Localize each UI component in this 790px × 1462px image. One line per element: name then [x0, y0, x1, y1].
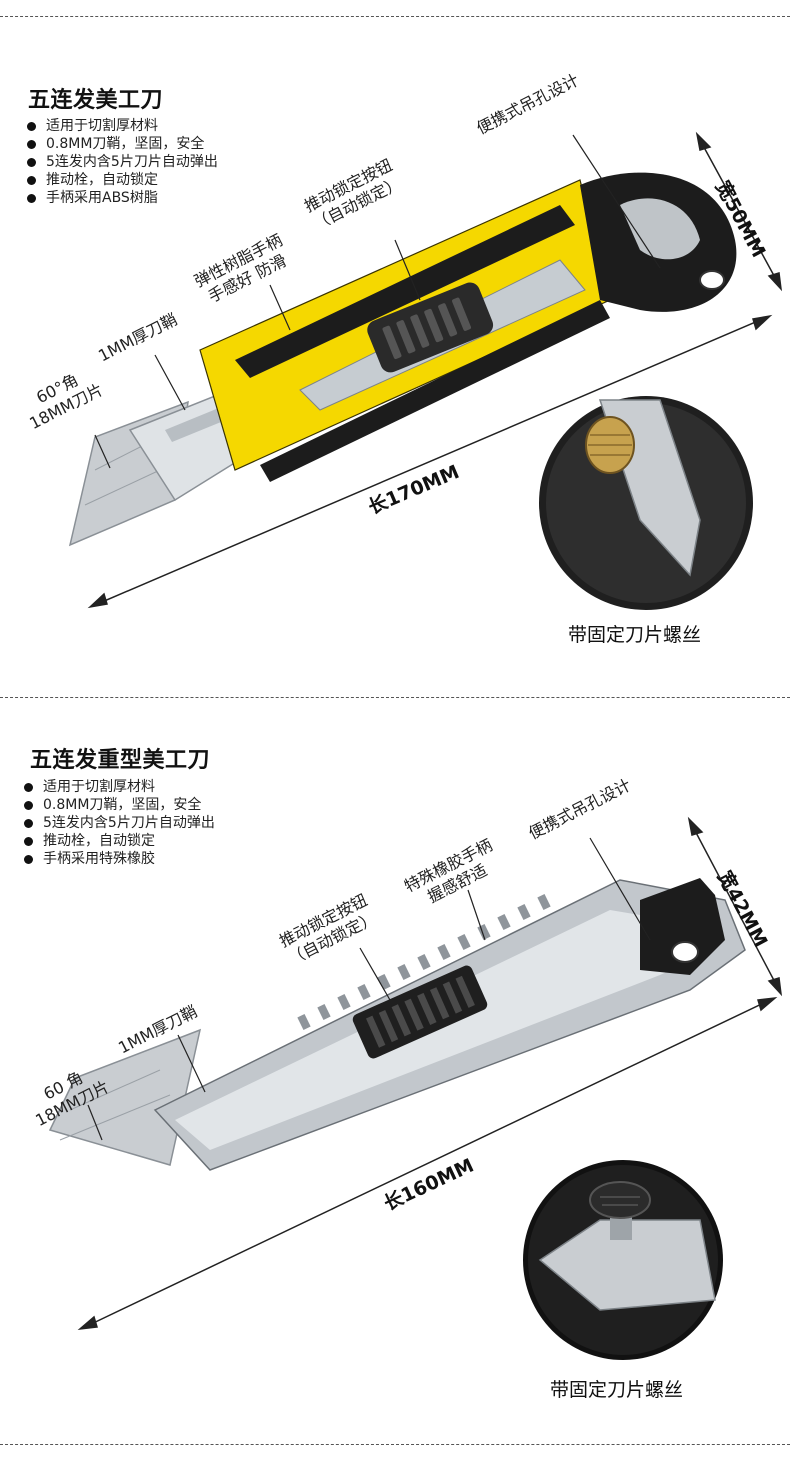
product-section-1: 五连发美工刀 适用于切割厚材料 0.8MM刀鞘，坚固，安全 5连发内含5片刀片自… [0, 0, 790, 700]
section-divider-top [0, 16, 790, 17]
feature-item: 手柄采用ABS树脂 [25, 189, 218, 207]
bullet-icon [24, 783, 33, 792]
screw-detail-photo-2 [523, 1160, 723, 1360]
rear-cap [640, 878, 725, 975]
feature-item: 5连发内含5片刀片自动弹出 [25, 153, 218, 171]
screw-detail-photo-1 [539, 396, 753, 610]
detail-caption: 带固定刀片螺丝 [568, 624, 702, 646]
bullet-icon [24, 855, 33, 864]
bullet-icon [27, 140, 36, 149]
section-divider-middle [0, 697, 790, 698]
bullet-icon [27, 194, 36, 203]
feature-item: 适用于切割厚材料 [25, 117, 218, 135]
width-dimension-arrow [687, 816, 783, 997]
bullet-icon [27, 158, 36, 167]
hanging-hole [699, 270, 725, 290]
feature-item: 适用于切割厚材料 [22, 778, 215, 796]
section-divider-bottom [0, 1444, 790, 1445]
bullet-icon [27, 122, 36, 131]
black-grip-top [235, 205, 575, 378]
feature-item: 0.8MM刀鞘，坚固，安全 [22, 796, 215, 814]
hanging-hole [671, 941, 699, 963]
black-grip-bottom [260, 300, 610, 482]
length-dimension-arrow [77, 996, 778, 1331]
feature-list: 适用于切割厚材料 0.8MM刀鞘，坚固，安全 5连发内含5片刀片自动弹出 推动栓… [25, 117, 218, 207]
utility-knife-silver [48, 878, 746, 1171]
blade [48, 1028, 202, 1166]
cutter-illustration-1 [68, 131, 783, 610]
detail-caption: 带固定刀片螺丝 [550, 1379, 684, 1401]
utility-knife-yellow [68, 172, 737, 547]
product-title: 五连发重型美工刀 [30, 748, 211, 773]
feature-item: 手柄采用特殊橡胶 [22, 850, 215, 868]
feature-item: 推动栓，自动锁定 [25, 171, 218, 189]
bullet-icon [24, 837, 33, 846]
lock-slider-button [352, 965, 488, 1059]
bullet-icon [24, 819, 33, 828]
length-dimension-arrow [87, 314, 773, 609]
feature-item: 5连发内含5片刀片自动弹出 [22, 814, 215, 832]
width-dimension-arrow [695, 131, 783, 292]
feature-list: 适用于切割厚材料 0.8MM刀鞘，坚固，安全 5连发内含5片刀片自动弹出 推动栓… [22, 778, 215, 868]
feature-item: 推动栓，自动锁定 [22, 832, 215, 850]
feature-item: 0.8MM刀鞘，坚固，安全 [25, 135, 218, 153]
bullet-icon [27, 176, 36, 185]
cutter-illustration-2 [48, 816, 783, 1360]
bullet-icon [24, 801, 33, 810]
product-title: 五连发美工刀 [28, 88, 164, 113]
product-section-2: 五连发重型美工刀 适用于切割厚材料 0.8MM刀鞘，坚固，安全 5连发内含5片刀… [0, 700, 790, 1445]
